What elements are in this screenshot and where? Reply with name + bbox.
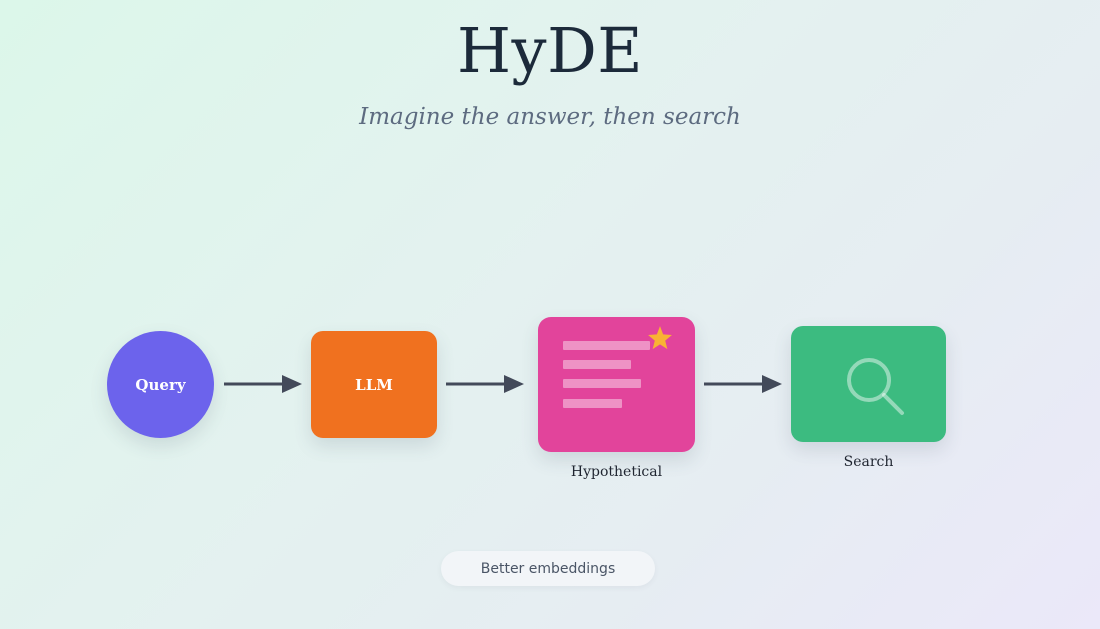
document-line <box>563 341 650 350</box>
llm-label: LLM <box>355 375 393 394</box>
document-line <box>563 379 641 388</box>
hypothetical-label: Hypothetical <box>570 464 663 480</box>
better-embeddings-badge: Better embeddings <box>441 551 655 586</box>
document-line <box>563 399 622 408</box>
arrow-llm-to-hypothetical <box>446 375 524 393</box>
magnifier-icon <box>847 358 904 415</box>
hypothetical-node <box>538 317 695 452</box>
search-node <box>791 326 946 442</box>
star-icon <box>648 326 672 350</box>
page-subtitle: Imagine the answer, then search <box>359 104 741 130</box>
arrow-hypothetical-to-search <box>704 375 782 393</box>
query-label: Query <box>135 375 186 394</box>
arrow-query-to-llm <box>224 375 302 393</box>
llm-node: LLM <box>311 331 437 438</box>
search-label: Search <box>843 454 894 470</box>
badge-label: Better embeddings <box>480 560 616 577</box>
page-title: HyDE <box>456 14 644 87</box>
document-line <box>563 360 631 369</box>
query-node: Query <box>107 331 214 438</box>
